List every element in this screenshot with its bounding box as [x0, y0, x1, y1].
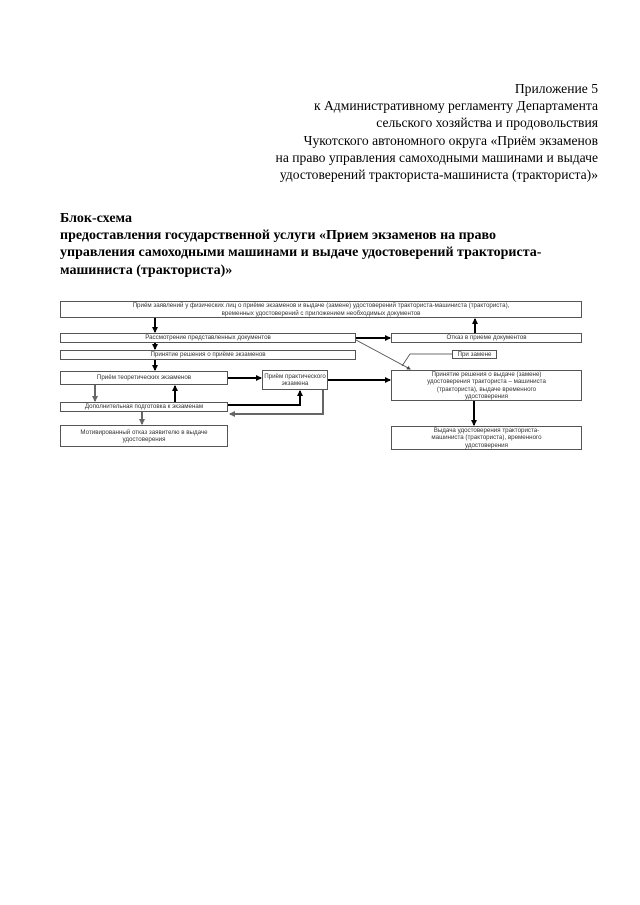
appendix-line: Чукотского автономного округа «Приём экз… [303, 132, 598, 148]
box-theory-exams: Приём теоретических экзаменов [60, 371, 228, 385]
box-text: Приём заявлений у физических лиц о приём… [132, 302, 510, 310]
box-extra-prep: Дополнительная подготовка к экзаменам [60, 402, 228, 412]
box-text: удостоверения [464, 441, 508, 449]
box-decision-exams: Принятие решения о приёме экзаменов [60, 350, 356, 360]
box-practical-exam: Приём практического экзамена [262, 370, 328, 390]
box-text: Рассмотрение представленных документов [145, 334, 271, 342]
document-title: Блок-схема предоставления государственно… [60, 210, 620, 279]
box-text: Принятие решения о выдаче (замене) [431, 370, 542, 378]
box-text: Выдача удостоверения тракториста- [433, 426, 540, 434]
title-line: машиниста (тракториста)» [60, 262, 233, 278]
box-on-replacement: При замене [452, 350, 497, 359]
box-text: Отказ в приеме документов [446, 334, 527, 342]
box-text: Принятие решения о приёме экзаменов [150, 351, 266, 359]
box-text: удостоверения [122, 436, 166, 443]
box-text: временных удостоверений с приложением не… [221, 309, 421, 317]
box-text: удостоверения тракториста – машиниста [427, 378, 546, 386]
box-decision-issue: Принятие решения о выдаче (замене) удост… [391, 370, 582, 401]
box-motivated-refusal: Мотивированный отказ заявителю в выдаче … [60, 425, 228, 447]
box-text: машиниста (тракториста), временного [431, 434, 542, 442]
appendix-line: на право управления самоходными машинами… [275, 149, 598, 165]
box-text: экзамена [281, 380, 309, 387]
box-text: Мотивированный отказ заявителю в выдаче [80, 428, 208, 436]
box-issuance: Выдача удостоверения тракториста- машини… [391, 426, 582, 450]
box-text: Дополнительная подготовка к экзаменам [84, 403, 204, 411]
box-text: При замене [457, 350, 492, 358]
box-text: удостоверения [464, 392, 508, 400]
title-line: управления самоходными машинами и выдаче… [60, 245, 542, 261]
appendix-line: к Административному регламенту Департаме… [313, 98, 598, 114]
box-text: (тракториста), выдаче временного [436, 385, 537, 393]
title-line: Блок-схема [60, 211, 132, 226]
appendix-line: удостоверений тракториста-машиниста (тра… [279, 167, 598, 183]
box-text: Приём теоретических экзаменов [96, 374, 192, 382]
appendix-line: Приложение 5 [514, 81, 598, 96]
appendix-header: Приложение 5 к Административному регламе… [276, 80, 598, 183]
box-applications: Приём заявлений у физических лиц о приём… [60, 301, 582, 318]
title-line: предоставления государственной услуги «П… [60, 228, 496, 244]
box-text: Приём практического [264, 372, 326, 380]
appendix-line: сельского хозяйства и продовольствия [376, 115, 598, 131]
box-review: Рассмотрение представленных документов [60, 333, 356, 343]
box-refusal-docs: Отказ в приеме документов [391, 333, 582, 343]
